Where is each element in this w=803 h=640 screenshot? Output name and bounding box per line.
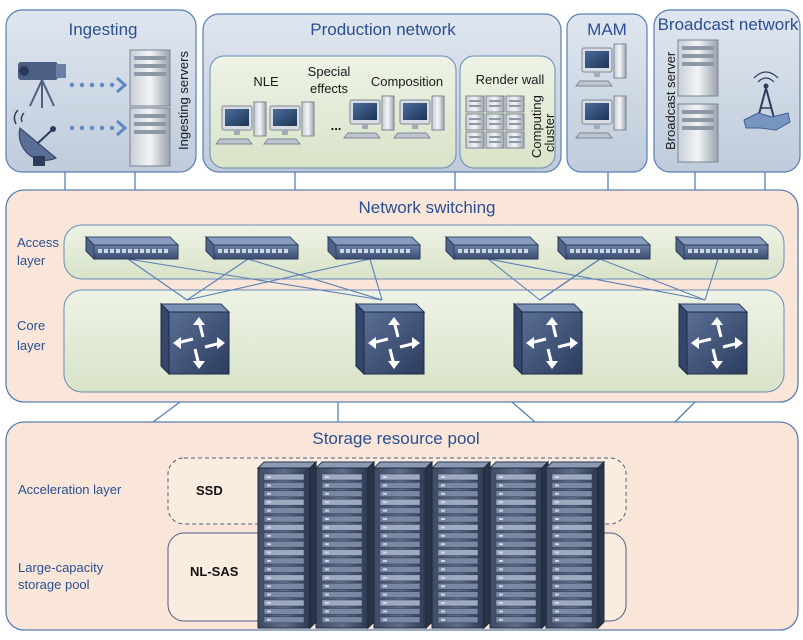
network-switching-panel: Network switching Access layer Core laye… [5,189,799,403]
nle-label: NLE [253,74,279,89]
access-switches [84,235,770,261]
special-effects-label-2: effects [310,81,349,96]
storage-racks [256,460,606,630]
switch-link-line [247,258,383,301]
workstation-icon [214,101,267,145]
storage-rack-icon [430,460,492,630]
render-node-icon [505,131,525,149]
access-switch-icon [326,235,422,261]
switch-link-line [539,258,601,301]
storage-rack-icon [544,460,606,630]
access-layer-label-1: Access [17,235,59,250]
access-switch-icon [556,235,652,261]
workstation-icon [574,95,627,139]
storage-rack-icon [488,460,550,630]
workstation-icon [392,95,445,139]
render-node-icon [485,113,505,131]
core-router-icon [159,302,231,376]
ssd-label: SSD [196,483,223,498]
switch-link-line [599,258,706,301]
production-title: Production network [310,20,456,39]
storage-resource-pool-panel: Storage resource pool Acceleration layer… [5,421,799,631]
render-wall-label: Render wall [476,72,545,87]
satellite-dish-icon [13,109,57,166]
storage-title: Storage resource pool [312,429,479,448]
core-router-icon [677,302,749,376]
workstation-icon [574,43,627,139]
workstation-icon [214,95,445,145]
switch-link-line [186,258,249,301]
access-switch-icon [674,235,770,261]
computing-cluster-label-1: Computing [529,95,544,158]
switch-link-line [487,258,541,301]
access-layer-label-2: layer [17,253,46,268]
access-switch-icon [204,235,300,261]
switch-mesh-lines [127,258,719,301]
storage-rack-icon [372,460,434,630]
mam-panel: MAM [566,13,648,173]
switch-link-line [704,258,719,301]
switch-link-line [369,258,383,301]
switch-link-line [186,258,371,301]
connector-lines [64,172,766,423]
composition-label: Composition [371,74,443,89]
workstation-icon [262,101,315,145]
core-routers [159,302,749,376]
core-layer-label-2: layer [17,338,46,353]
render-node-icon [505,95,525,113]
switch-link-line [487,258,706,301]
large-capacity-label-2: storage pool [18,577,90,592]
ingesting-panel: Ingesting [5,9,197,173]
core-layer-label-1: Core [17,318,45,333]
render-node-icon [485,95,505,113]
access-switch-icon [84,235,180,261]
nl-sas-label: NL-SAS [190,564,239,579]
server-tower-icon [129,49,171,167]
rack-server-icon [465,95,525,149]
render-node-icon [465,95,485,113]
special-effects-label-1: Special [308,64,351,79]
render-node-icon [505,113,525,131]
broadcast-tower-icon [743,71,791,131]
render-node-icon [465,113,485,131]
production-network-panel: Production network NLE Special effects C… [202,13,562,173]
mam-title: MAM [587,20,627,39]
core-router-icon [354,302,426,376]
switch-link-line [127,258,383,301]
storage-rack-icon [314,460,376,630]
video-camera-icon [18,62,66,108]
broadcast-title: Broadcast network [658,15,799,34]
access-switch-icon [444,235,540,261]
workstation-icon [342,95,395,139]
large-capacity-label-1: Large-capacity [18,560,104,575]
render-node-icon [485,131,505,149]
computing-cluster-label-2: cluster [542,113,557,152]
acceleration-layer-label: Acceleration layer [18,482,122,497]
render-node-icon [465,131,485,149]
ingesting-title: Ingesting [69,20,138,39]
ingest-arrows [69,76,128,137]
workstation-icon [574,43,627,87]
switching-title: Network switching [359,198,496,217]
server-tower-icon [677,39,719,163]
core-router-icon [512,302,584,376]
switch-link-line [127,258,188,301]
broadcast-network-panel: Broadcast network Broadcast server [653,9,801,173]
broadcast-server-label: Broadcast server [663,51,678,150]
ingesting-servers-label: Ingesting servers [176,51,191,150]
ellipsis-label: ... [331,118,342,133]
storage-rack-icon [256,460,318,630]
